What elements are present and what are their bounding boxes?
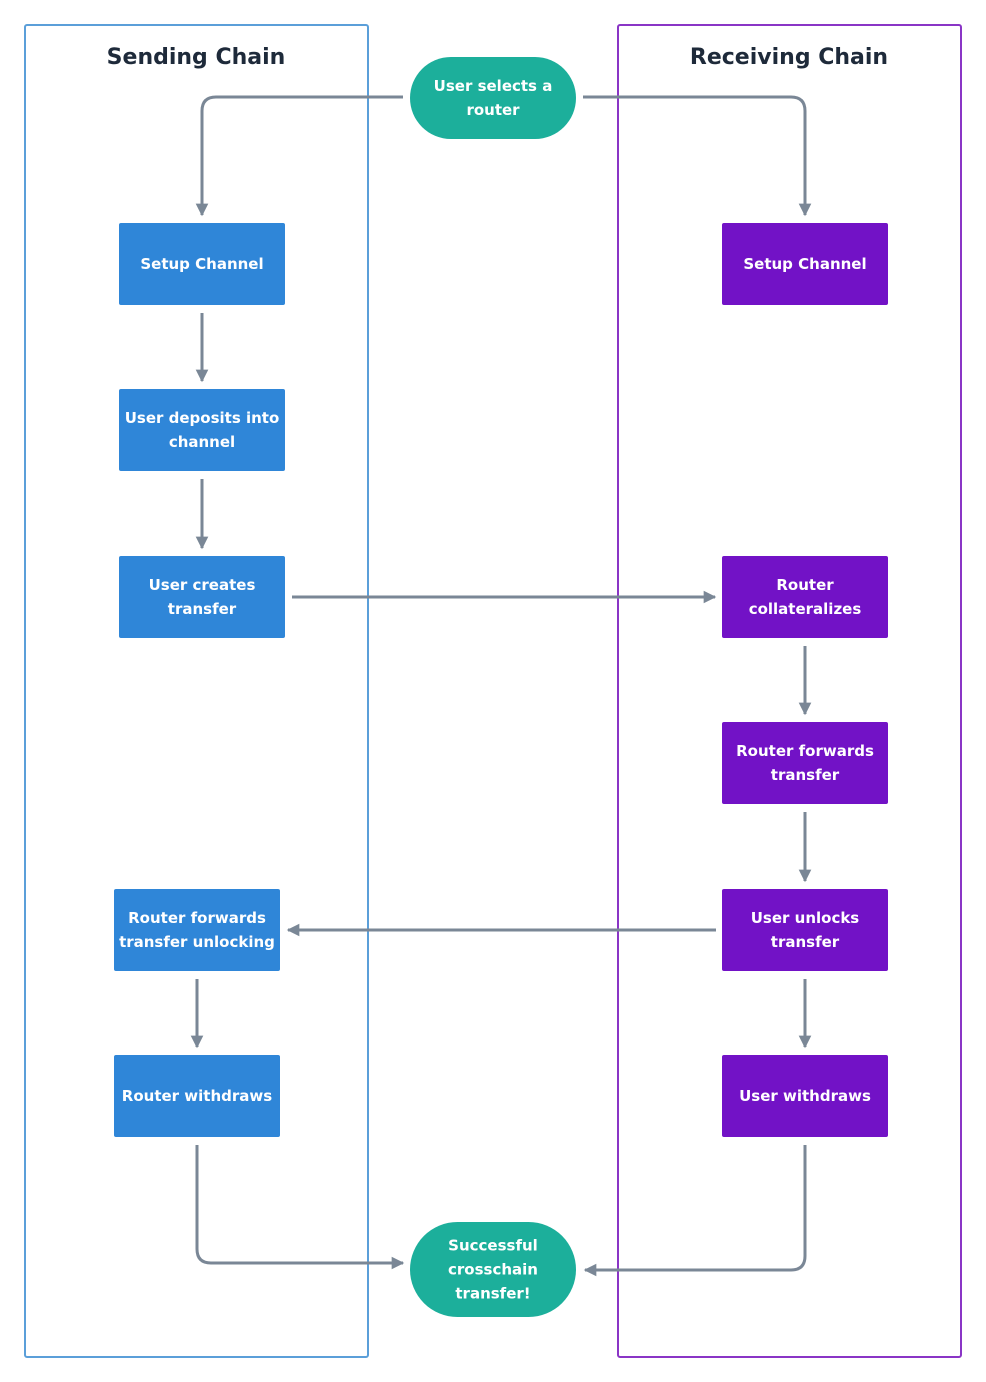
node-s-create: User creates transfer xyxy=(119,556,285,638)
node-label-line: User withdraws xyxy=(739,1087,871,1105)
node-r-setup: Setup Channel xyxy=(722,223,888,305)
node-shape xyxy=(114,889,280,971)
node-label-line: transfer xyxy=(168,600,237,618)
node-label-line: User deposits into xyxy=(125,409,280,427)
node-label-line: crosschain xyxy=(448,1261,538,1279)
node-shape xyxy=(119,389,285,471)
node-label-line: Router xyxy=(776,576,834,594)
node-label-line: Setup Channel xyxy=(743,255,866,273)
node-shape xyxy=(410,1222,576,1317)
node-shape xyxy=(114,1055,280,1137)
sending-chain-title: Sending Chain xyxy=(107,45,286,70)
node-label-line: Router withdraws xyxy=(122,1087,272,1105)
node-label-line: router xyxy=(466,101,520,119)
node-s-deposit: User deposits into channel xyxy=(119,389,285,471)
node-label-line: Successful xyxy=(448,1237,538,1255)
connectors xyxy=(190,95,812,1277)
node-shape xyxy=(722,223,888,305)
receiving-chain-title: Receiving Chain xyxy=(690,45,888,70)
node-label-line: User selects a xyxy=(434,77,553,95)
node-shape xyxy=(722,556,888,638)
node-label-line: transfer! xyxy=(455,1285,530,1303)
sending-chain-lane xyxy=(24,24,369,1358)
receiving-chain-lane xyxy=(617,24,962,1358)
node-r-collat: Router collateralizes xyxy=(722,556,888,638)
node-shape xyxy=(722,722,888,804)
node-end: Successful crosschain transfer! xyxy=(410,1222,576,1317)
node-shape xyxy=(119,223,285,305)
node-label-line: transfer xyxy=(771,933,840,951)
node-shape xyxy=(722,889,888,971)
node-r-forward: Router forwards transfer xyxy=(722,722,888,804)
node-r-withdraw: User withdraws xyxy=(722,1055,888,1137)
arrow-s-withdraw-to-end xyxy=(195,1145,405,1270)
node-label-line: User creates xyxy=(149,576,256,594)
node-shape xyxy=(119,556,285,638)
arrow-start-to-r-setup xyxy=(583,95,812,217)
node-shape xyxy=(410,57,576,139)
node-s-setup: Setup Channel xyxy=(119,223,285,305)
node-label-line: collateralizes xyxy=(749,600,862,618)
arrow-start-to-s-setup xyxy=(195,95,403,217)
node-label-line: Router forwards xyxy=(736,742,874,760)
node-start: User selects a router xyxy=(410,57,576,139)
node-label-line: transfer unlocking xyxy=(119,933,275,951)
node-label-line: Router forwards xyxy=(128,909,266,927)
node-s-forward-unlock: Router forwards transfer unlocking xyxy=(114,889,280,971)
node-r-unlock: User unlocks transfer xyxy=(722,889,888,971)
node-label-line: channel xyxy=(169,433,235,451)
node-label-line: transfer xyxy=(771,766,840,784)
node-label-line: User unlocks xyxy=(751,909,860,927)
node-shape xyxy=(722,1055,888,1137)
arrow-r-withdraw-to-end xyxy=(583,1145,807,1277)
node-s-withdraw: Router withdraws xyxy=(114,1055,280,1137)
node-label-line: Setup Channel xyxy=(140,255,263,273)
